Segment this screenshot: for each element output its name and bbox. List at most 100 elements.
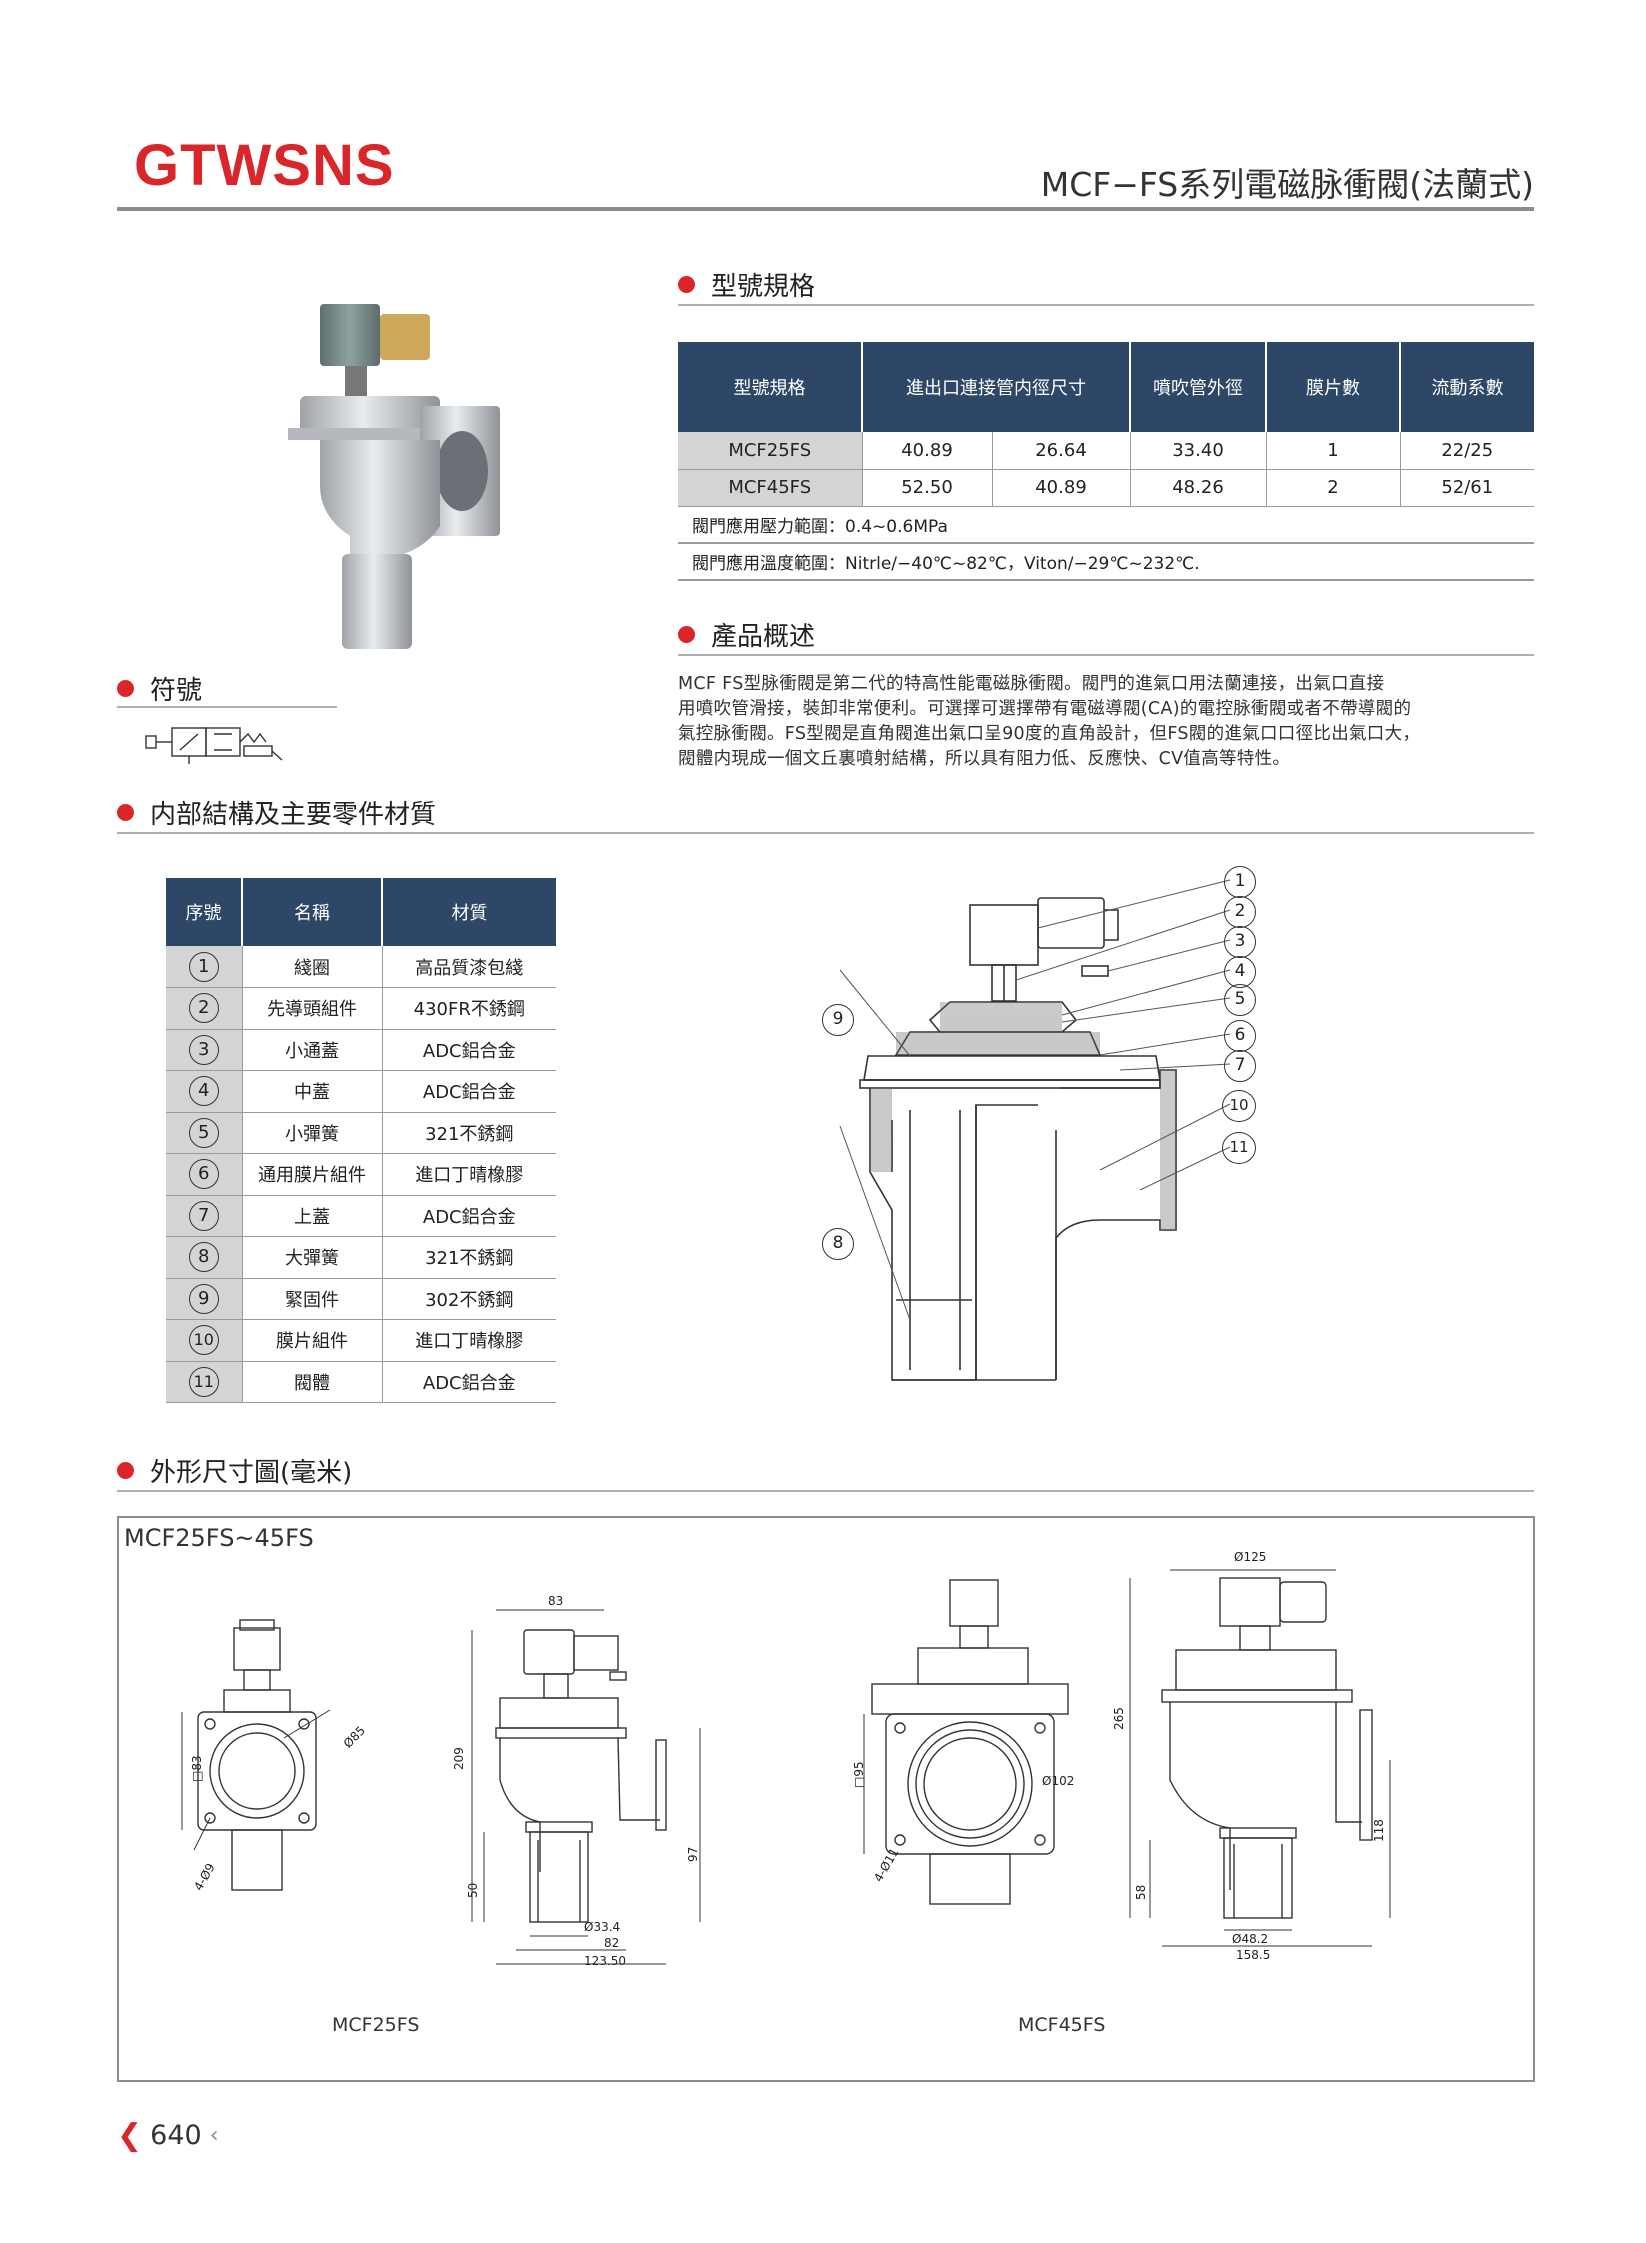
part-number-cell: 7 xyxy=(166,1195,243,1237)
part-number-badge: 3 xyxy=(188,1034,219,1065)
section-rule xyxy=(678,654,1534,656)
dim-label: 83 xyxy=(548,1594,564,1608)
document-title: MCF−FS系列電磁脉衝閥(法蘭式) xyxy=(1040,165,1534,204)
parts-header-material: 材質 xyxy=(382,878,556,946)
section-rule xyxy=(117,706,337,708)
caption-mcf45fs: MCF45FS xyxy=(1018,2014,1106,2036)
table-row: 閥門應用壓力範圍：0.4~0.6MPa xyxy=(678,506,1534,544)
part-number-cell: 4 xyxy=(166,1070,243,1113)
cell: MCF45FS xyxy=(678,469,863,507)
part-number-cell: 10 xyxy=(166,1319,243,1362)
brand-logo: GTWSNS xyxy=(134,133,395,198)
part-number-badge: 8 xyxy=(188,1242,219,1273)
chevron-left-small-icon: ‹ xyxy=(209,2123,219,2148)
spec-header-blow-pipe: 噴吹管外徑 xyxy=(1130,342,1267,432)
table-row: MCF25FS 40.89 26.64 33.40 1 22/25 xyxy=(678,432,1534,470)
part-name-cell: 膜片組件 xyxy=(242,1319,383,1362)
spec-header-row: 型號規格 進出口連接管内徑尺寸 噴吹管外徑 膜片數 流動系數 xyxy=(678,342,1534,432)
part-material-cell: ADC鋁合金 xyxy=(382,1029,556,1071)
table-row: MCF45FS 52.50 40.89 48.26 2 52/61 xyxy=(678,469,1534,507)
part-number-badge: 5 xyxy=(188,1117,219,1148)
part-name-cell: 緊固件 xyxy=(242,1278,383,1320)
overview-line: 用噴吹管滑接，裝卸非常便利。可選擇可選擇帶有電磁導閥(CA)的電控脉衝閥或者不帶… xyxy=(678,699,1412,719)
valve-symbol-icon xyxy=(145,727,283,764)
part-name-cell: 綫圈 xyxy=(242,946,383,988)
dim-label: Ø125 xyxy=(1234,1550,1267,1564)
callout: 7 xyxy=(1224,1050,1256,1082)
section-heading-overview: 產品概述 xyxy=(678,616,815,653)
part-material-cell: 高品質漆包綫 xyxy=(382,946,556,988)
section-heading-spec: 型號規格 xyxy=(678,266,815,303)
part-material-cell: ADC鋁合金 xyxy=(382,1361,556,1403)
spec-header-flow: 流動系數 xyxy=(1400,342,1534,432)
callout: 10 xyxy=(1222,1090,1256,1122)
section-rule xyxy=(117,1490,1534,1492)
cell: 22/25 xyxy=(1400,432,1534,470)
table-row: 10 膜片組件進口丁晴橡膠 xyxy=(166,1319,556,1362)
section-rule xyxy=(678,304,1534,306)
part-material-cell: 430FR不銹鋼 xyxy=(382,987,556,1030)
header-divider xyxy=(117,207,1534,211)
part-name-cell: 小彈簧 xyxy=(242,1112,383,1154)
callout: 1 xyxy=(1224,866,1256,898)
overview-line: 閥體内現成一個文丘裏噴射結構，所以具有阻力低、反應快、CV值高等特性。 xyxy=(678,749,1291,769)
callout: 2 xyxy=(1224,896,1256,928)
section-heading-structure: 内部結構及主要零件材質 xyxy=(117,794,436,831)
cell: 52/61 xyxy=(1400,469,1534,507)
overview-line: MCF FS型脉衝閥是第二代的特高性能電磁脉衝閥。閥門的進氣口用法蘭連接，出氣口… xyxy=(678,674,1385,694)
cell: 52.50 xyxy=(862,469,993,507)
dim-label: 82 xyxy=(604,1936,620,1950)
part-material-cell: 進口丁晴橡膠 xyxy=(382,1153,556,1196)
valve-product-photo xyxy=(288,304,500,649)
part-number-badge: 7 xyxy=(188,1200,219,1231)
cell: 40.89 xyxy=(862,432,993,470)
mcf45fs-front-view xyxy=(863,1579,1069,1905)
bullet-icon xyxy=(678,626,695,643)
parts-header-num: 序號 xyxy=(166,878,243,946)
part-material-cell: 進口丁晴橡膠 xyxy=(382,1319,556,1362)
cell: 40.89 xyxy=(992,469,1131,507)
dim-label: Ø48.2 xyxy=(1232,1932,1269,1946)
part-material-cell: 321不銹鋼 xyxy=(382,1112,556,1154)
part-number-badge: 2 xyxy=(188,993,219,1024)
part-number-cell: 5 xyxy=(166,1112,243,1154)
part-number-badge: 1 xyxy=(188,951,219,982)
part-material-cell: 321不銹鋼 xyxy=(382,1236,556,1279)
chevron-left-icon: ❮ xyxy=(117,2118,143,2153)
spec-table: 型號規格 進出口連接管内徑尺寸 噴吹管外徑 膜片數 流動系數 MCF25FS 4… xyxy=(678,342,1534,581)
part-material-cell: 302不銹鋼 xyxy=(382,1278,556,1320)
part-material-cell: ADC鋁合金 xyxy=(382,1070,556,1113)
parts-header-name: 名稱 xyxy=(242,878,383,946)
callout: 9 xyxy=(822,1004,854,1036)
mcf25fs-side-view xyxy=(471,1609,701,1965)
callout: 5 xyxy=(1224,984,1256,1016)
dimension-range-label: MCF25FS~45FS xyxy=(124,1524,314,1552)
dim-label: 158.5 xyxy=(1236,1948,1271,1962)
part-name-cell: 上蓋 xyxy=(242,1195,383,1237)
product-overview: MCF FS型脉衝閥是第二代的特高性能電磁脉衝閥。閥門的進氣口用法蘭連接，出氣口… xyxy=(678,672,1538,772)
cell: 48.26 xyxy=(1130,469,1267,507)
bullet-icon xyxy=(117,1462,134,1479)
part-number-cell: 9 xyxy=(166,1278,243,1320)
dim-label: 118 xyxy=(1372,1819,1386,1842)
part-number-badge: 10 xyxy=(188,1325,219,1356)
temperature-note: 閥門應用溫度範圍：Nitrle/−40℃~82℃，Viton/−29℃~232℃… xyxy=(678,543,1534,581)
spec-header-port-size: 進出口連接管内徑尺寸 xyxy=(862,342,1131,432)
part-number-badge: 11 xyxy=(188,1366,219,1397)
dim-label: Ø33.4 xyxy=(584,1920,621,1934)
bullet-icon xyxy=(678,276,695,293)
caption-mcf25fs: MCF25FS xyxy=(332,2014,420,2036)
part-name-cell: 小通蓋 xyxy=(242,1029,383,1071)
part-material-cell: ADC鋁合金 xyxy=(382,1195,556,1237)
part-name-cell: 先導頭組件 xyxy=(242,987,383,1030)
cell: 33.40 xyxy=(1130,432,1267,470)
mcf25fs-front-view xyxy=(181,1619,331,1891)
dim-label: 58 xyxy=(1134,1884,1148,1900)
